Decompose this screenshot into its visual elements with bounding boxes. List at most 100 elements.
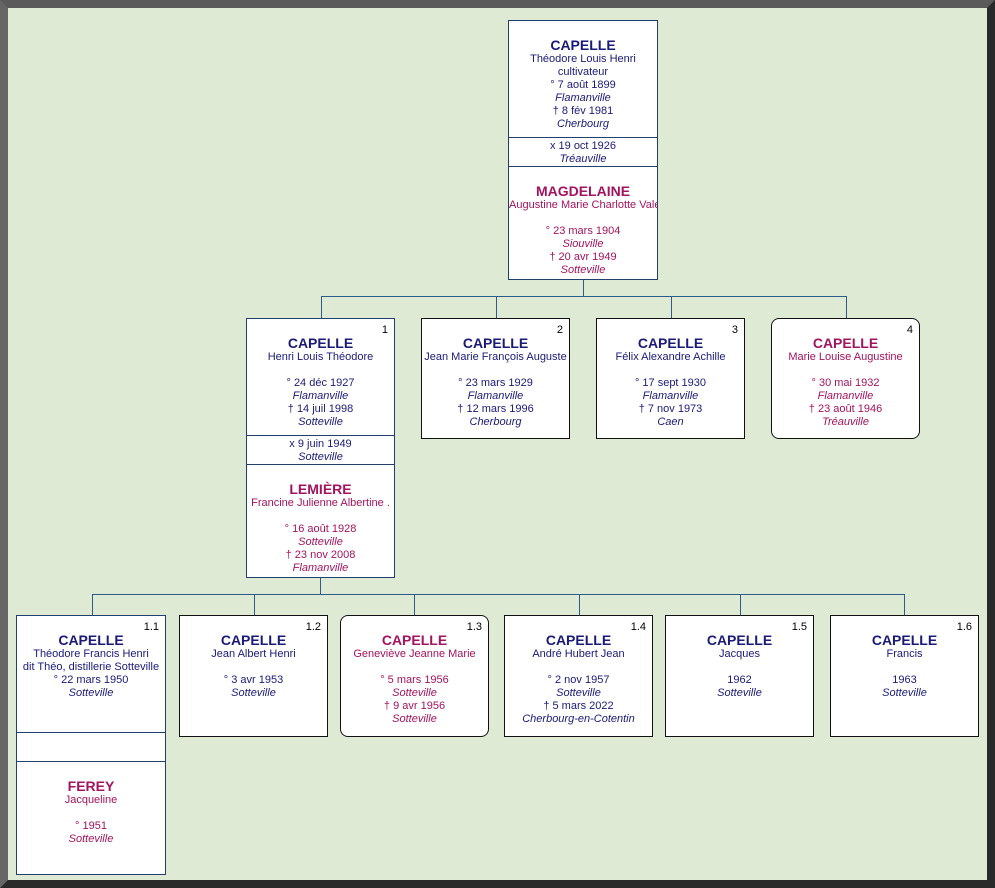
detail-text: Geneviève Jeanne Marie: [353, 648, 476, 660]
detail-text: † 23 août 1946: [808, 403, 883, 415]
place-text: Flamanville: [292, 390, 349, 402]
detail-text: ° 22 mars 1950: [53, 674, 129, 686]
connector-line: [579, 594, 580, 615]
place-text: Cherbourg-en-Cotentin: [522, 713, 635, 725]
detail-text: [772, 364, 919, 377]
surname: CAPELLE: [706, 632, 773, 648]
place-text: Sotteville: [231, 687, 276, 699]
detail-text: Jean Albert Henri: [211, 648, 296, 660]
detail-text: † 23 nov 2008: [285, 549, 356, 561]
generation-number: 1: [381, 324, 388, 336]
detail-text: Théodore Francis Henri: [33, 648, 149, 660]
place-text: Tréauville: [822, 416, 869, 428]
detail-text: Francis: [886, 648, 923, 660]
place-text: Sotteville: [68, 833, 114, 845]
connector-line: [92, 594, 905, 595]
place-text: Flamanville: [292, 562, 349, 574]
generation-number: 4: [906, 324, 913, 336]
detail-text: [247, 510, 394, 523]
marriage-section: [17, 732, 165, 764]
detail-text: ° 2 nov 1957: [547, 674, 610, 686]
surname: CAPELLE: [550, 37, 616, 53]
detail-text: † 5 mars 2022: [543, 700, 614, 712]
place-text: Sotteville: [392, 687, 437, 699]
detail-text: [505, 661, 652, 674]
detail-text: dit Théo, distillerie Sotteville: [22, 661, 160, 673]
generation-number: 1.6: [956, 621, 972, 633]
generation-number: 1.5: [791, 621, 807, 633]
detail-text: Francine Julienne Albertine .: [251, 497, 390, 509]
place-text: Sotteville: [556, 687, 601, 699]
place-text: Sotteville: [560, 264, 606, 276]
surname: CAPELLE: [58, 632, 124, 648]
detail-text: † 20 avr 1949: [549, 251, 617, 263]
place-text: Sotteville: [298, 416, 343, 428]
connector-line: [92, 594, 93, 615]
detail-text: [509, 212, 657, 225]
generation-number: 1.4: [630, 621, 646, 633]
detail-text: cultivateur: [557, 66, 609, 78]
marriage-text: x 19 oct 1926: [549, 140, 617, 152]
detail-text: ° 5 mars 1956: [380, 674, 449, 686]
surname: CAPELLE: [220, 632, 287, 648]
connector-line: [671, 296, 672, 318]
marriage-text: x 9 juin 1949: [289, 438, 352, 450]
detail-text: Félix Alexandre Achille: [615, 351, 726, 363]
detail-text: Théodore Louis Henri: [530, 53, 636, 65]
generation-number: 1.1: [143, 621, 159, 633]
generation-number: 3: [731, 324, 738, 336]
connector-line: [320, 577, 321, 594]
surname: CAPELLE: [871, 632, 938, 648]
surname: CAPELLE: [462, 335, 529, 351]
place-text: Cherbourg: [557, 118, 609, 130]
detail-text: ° 7 août 1899: [550, 79, 616, 91]
marriage-text: Sotteville: [298, 451, 343, 463]
generation-number: 1.3: [466, 621, 482, 633]
detail-text: 1963: [892, 674, 917, 686]
place-text: Cherbourg: [469, 416, 522, 428]
detail-text: † 9 avr 1956: [383, 700, 446, 712]
connector-line: [496, 296, 497, 318]
place-text: Flamanville: [817, 390, 874, 402]
detail-text: ° 23 mars 1904: [545, 225, 621, 237]
detail-text: ° 24 déc 1927: [286, 377, 355, 389]
place-text: Siouville: [562, 238, 604, 250]
surname: CAPELLE: [381, 632, 448, 648]
connector-line: [321, 296, 847, 297]
detail-text: ° 17 sept 1930: [634, 377, 707, 389]
surname: CAPELLE: [637, 335, 704, 351]
connector-line: [846, 296, 847, 318]
place-text: Sotteville: [882, 687, 927, 699]
detail-text: Jacques: [719, 648, 760, 660]
detail-text: [422, 364, 569, 377]
detail-text: [17, 807, 165, 820]
detail-text: [831, 661, 978, 674]
connector-line: [254, 594, 255, 615]
place-text: Sotteville: [392, 713, 437, 725]
